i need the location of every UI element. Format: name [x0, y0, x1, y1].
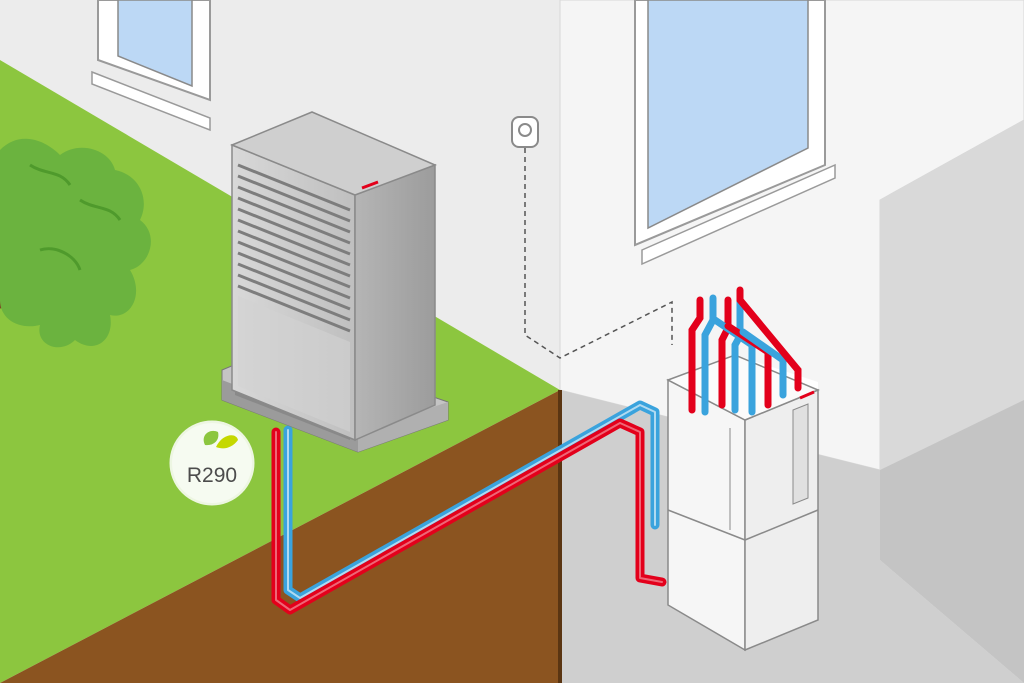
indoor-heat-pump-unit — [666, 354, 820, 652]
basement-floor-shade — [880, 400, 1024, 683]
pipe-run — [271, 400, 667, 615]
fan-louvers — [237, 163, 351, 333]
refrigerant-label: R290 — [187, 464, 237, 487]
indoor-unit-logo — [799, 390, 815, 400]
outdoor-sensor — [511, 116, 539, 148]
refrigerant-badge: R290 — [166, 417, 258, 509]
pipe-flow — [271, 418, 667, 615]
unit-logo — [361, 180, 379, 190]
tree — [0, 138, 151, 348]
outdoor-heat-pump — [221, 111, 449, 453]
window-right — [634, 0, 836, 266]
window-left — [91, 0, 211, 132]
pipe-riser — [688, 286, 802, 416]
sensor-cable — [524, 148, 673, 359]
leaf-icon — [203, 430, 238, 449]
